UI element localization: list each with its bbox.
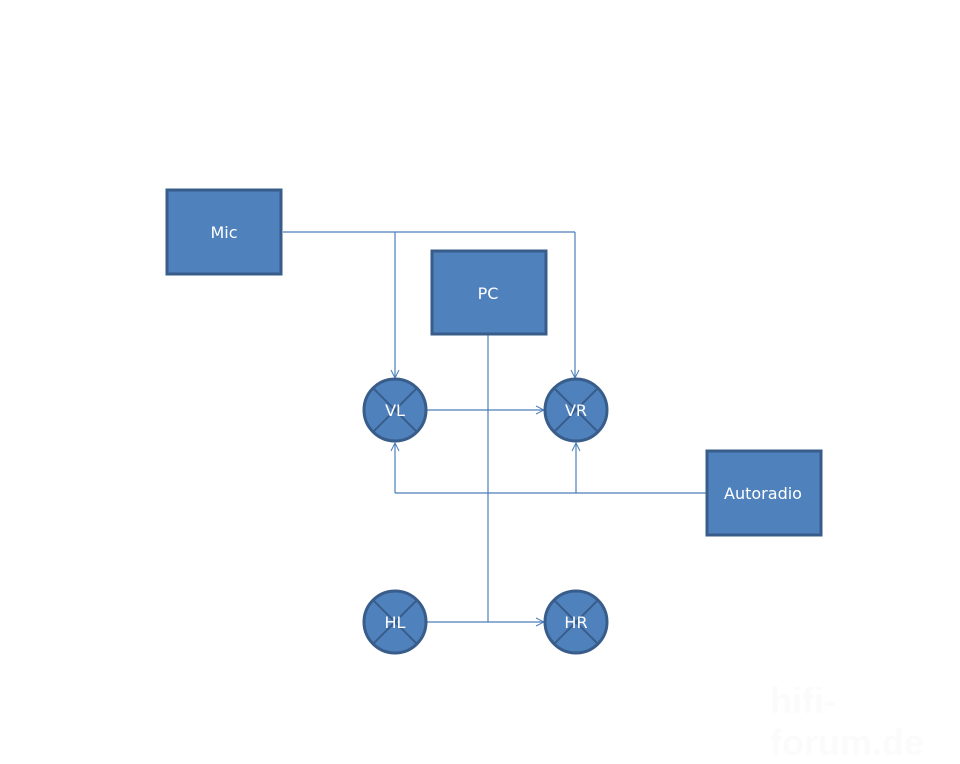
speaker-hr[interactable]: HR: [543, 589, 609, 655]
hr-label: HR: [564, 613, 587, 632]
cross-icon: [553, 387, 599, 433]
vr-label: VR: [565, 401, 587, 420]
pc-box[interactable]: PC: [430, 249, 548, 336]
mic-box[interactable]: Mic: [165, 188, 283, 276]
autoradio-label: Autoradio: [724, 484, 802, 503]
cross-icon: [553, 599, 599, 645]
hl-label: HL: [385, 613, 406, 632]
speaker-vr[interactable]: VR: [543, 377, 609, 443]
vl-label: VL: [385, 401, 405, 420]
cross-icon: [372, 599, 418, 645]
mic-label: Mic: [210, 223, 237, 242]
speaker-vl[interactable]: VL: [362, 377, 428, 443]
diagram-canvas: Mic PC Autoradio VL VR HL HR: [165, 188, 823, 655]
autoradio-box[interactable]: Autoradio: [705, 449, 823, 537]
cross-icon: [372, 387, 418, 433]
pc-label: PC: [478, 284, 499, 303]
speaker-hl[interactable]: HL: [362, 589, 428, 655]
